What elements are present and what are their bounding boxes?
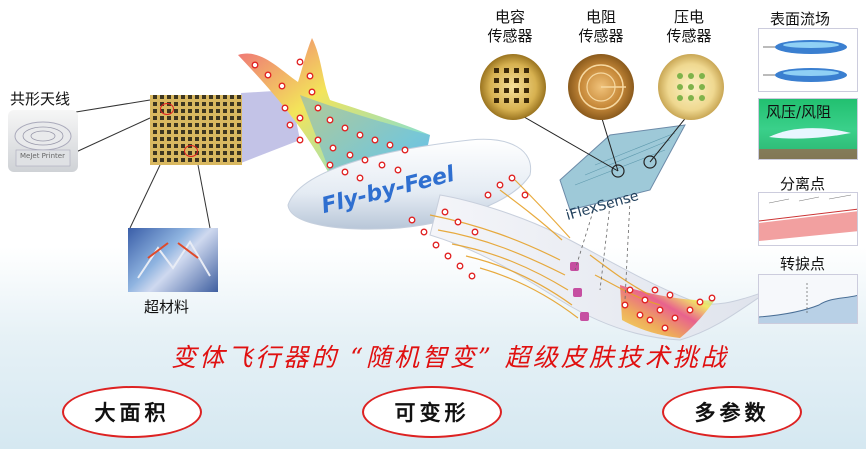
metamaterial-structure-icon [128, 228, 218, 292]
capacitive-sensor-label: 电容 传感器 [487, 8, 533, 45]
headline: 变体飞行器的 “随机智变” 超级皮肤技术挑战 [171, 343, 729, 372]
separation-point-label: 分离点 [780, 175, 826, 193]
conformal-antenna-label: 共形天线 [10, 90, 71, 108]
surface-flow-label: 表面流场 [770, 10, 831, 28]
surface-flow-image [758, 28, 858, 92]
transition-point-label: 转捩点 [780, 255, 826, 273]
transition-point-image [758, 274, 858, 324]
challenge-multi-parameter: 多参数 [662, 386, 802, 438]
challenge-large-area: 大面积 [62, 386, 202, 438]
capacitive-sensor-icon [478, 52, 548, 122]
challenge-large-area-label: 大面积 [94, 400, 170, 425]
wind-pressure-label: 风压/风阻 [766, 103, 832, 121]
challenge-deformable-label: 可变形 [394, 400, 470, 425]
challenge-deformable: 可变形 [362, 386, 502, 438]
challenge-multi-parameter-label: 多参数 [694, 400, 770, 425]
piezo-sensor-label: 压电 传感器 [666, 8, 712, 45]
resistive-sensor-icon [566, 52, 636, 122]
piezo-sensor-icon [656, 52, 726, 122]
separation-point-image [758, 192, 858, 246]
printer-text: MeJet Printer [20, 152, 65, 160]
metamaterial-grid-icon [150, 95, 242, 165]
antenna-dome-icon: MeJet Printer [8, 110, 78, 172]
resistive-sensor-label: 电阻 传感器 [578, 8, 624, 45]
metamaterial-label: 超材料 [144, 298, 190, 316]
wind-pressure-image [758, 98, 858, 160]
